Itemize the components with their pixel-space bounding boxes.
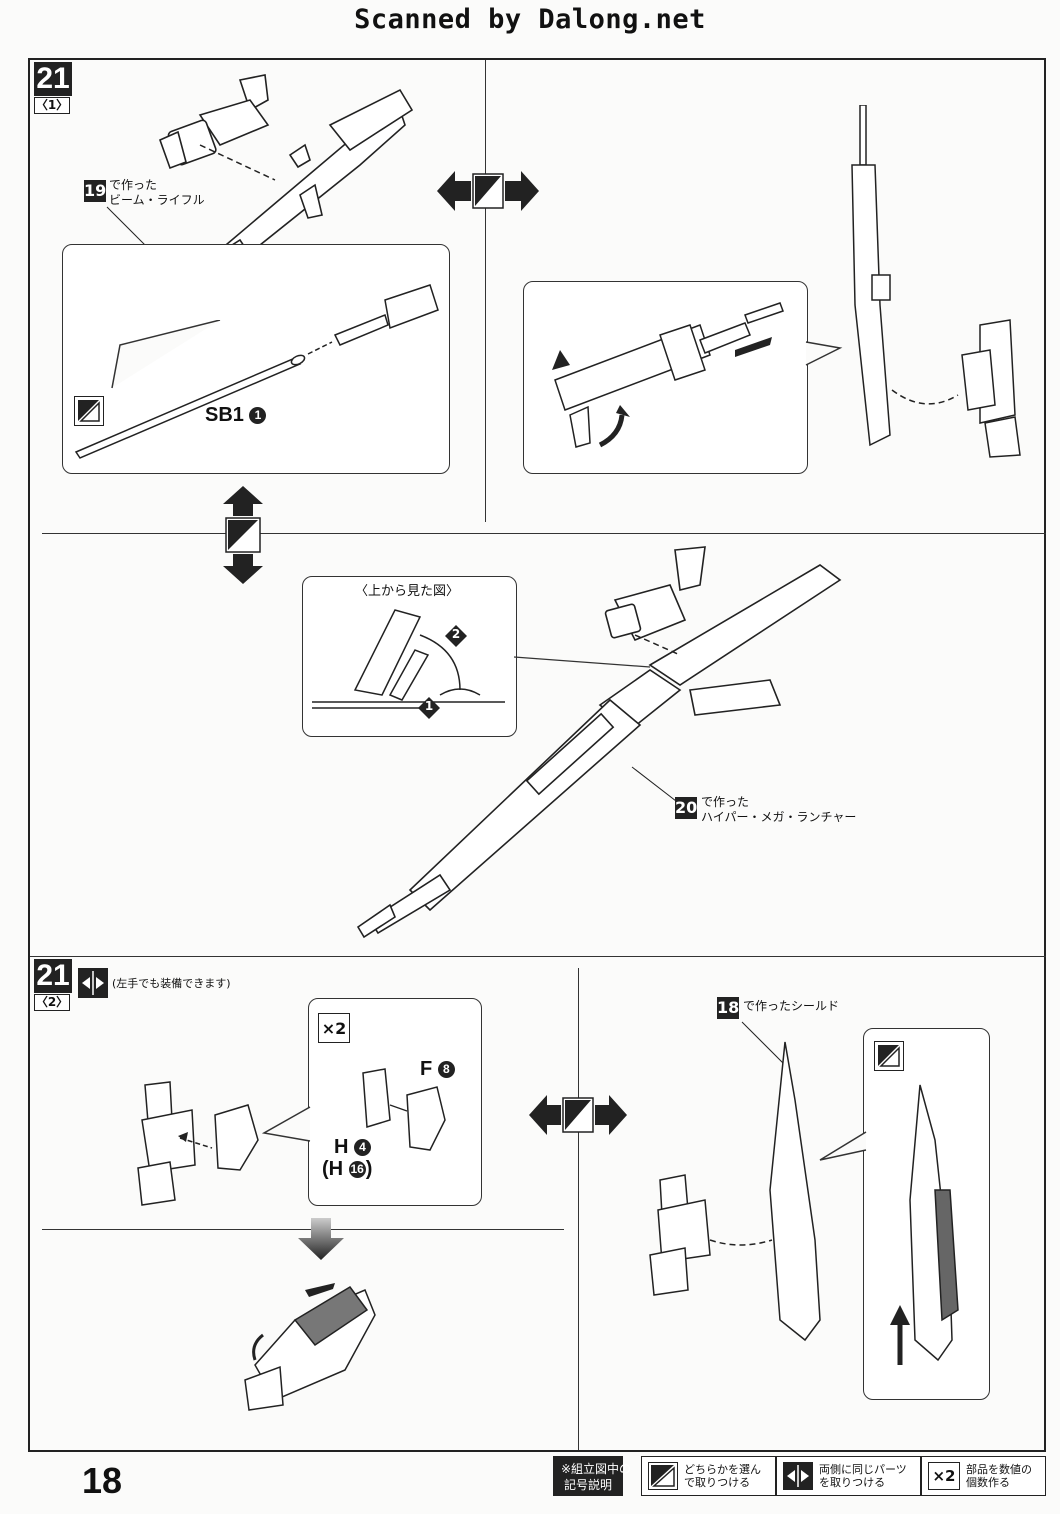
choose-one-arrow-horizontal: [437, 171, 539, 211]
divider-vertical-bottom: [578, 968, 579, 1450]
part-label-sb1: SB1 1: [205, 404, 267, 427]
stabilizer-antenna-drawing: [74, 284, 439, 459]
hyper-mega-launcher-drawing: [356, 546, 842, 939]
divider-steps: [30, 956, 1046, 957]
left-hand-note: (左手でも装備できます): [112, 977, 231, 990]
rifle-fold-drawing: [552, 302, 784, 448]
legend-text: どちらかを選ん で取りつける: [684, 1463, 761, 1489]
part-number: 16: [348, 1161, 366, 1179]
top-view-step-1: 1: [417, 696, 441, 720]
substep-label: 〈1〉: [34, 97, 70, 114]
divider-upper: [42, 533, 1046, 534]
part-number: 1: [249, 407, 267, 425]
step-number: 21: [34, 959, 72, 993]
leader-line: [741, 1021, 786, 1066]
shield-slide-drawing: [890, 1084, 959, 1365]
parts-drawing: [362, 1068, 446, 1151]
callout-pointer: [111, 320, 221, 389]
both-sides-icon: [783, 1462, 813, 1490]
paren-close: ): [365, 1158, 373, 1180]
top-view-step-2: 2: [444, 624, 468, 648]
part-label-h4: H 4: [334, 1136, 372, 1159]
step-2-text: 2: [451, 627, 461, 641]
leader-line: [631, 766, 677, 802]
beam-rifle-vertical-drawing: [851, 105, 1021, 458]
callout-pointer: [819, 1131, 867, 1161]
legend-text: 部品を数値の 個数作る: [966, 1463, 1032, 1489]
step-1-text: 1: [424, 699, 434, 713]
shield-ref-label: で作ったシールド: [743, 999, 840, 1013]
callout-top-view: [302, 576, 517, 737]
divider-lower-left: [42, 1229, 564, 1230]
launcher-ref-label: で作った ハイパー・メガ・ランチャー: [701, 795, 857, 824]
multiply-2-icon: ×2: [318, 1013, 350, 1043]
callout-pointer: [262, 1106, 311, 1142]
divider-vertical-top: [485, 60, 486, 522]
legend-item-both-sides: 両側に同じパーツ を取りつける: [776, 1456, 921, 1496]
substep-label: 〈2〉: [34, 994, 70, 1011]
paren-open: (: [322, 1158, 329, 1180]
ref-number-19: 19: [84, 180, 107, 202]
part-label-h16: (H 16): [322, 1158, 372, 1181]
legend-text: 両側に同じパーツ を取りつける: [819, 1463, 907, 1489]
legend-title: ※組立図中の 記号説明: [553, 1456, 631, 1496]
next-arrow-down: [298, 1218, 344, 1260]
choose-one-icon: [648, 1462, 678, 1490]
step-number: 21: [34, 62, 72, 96]
callout-pointer: [805, 341, 843, 366]
part-label-f8: F 8: [420, 1058, 455, 1081]
part-code: SB1: [205, 404, 244, 426]
shield-hand-drawing: [649, 1041, 821, 1342]
part-number: 8: [437, 1061, 455, 1079]
part-code: H: [328, 1158, 344, 1180]
part-number: 4: [354, 1139, 372, 1157]
scan-credit-header: Scanned by Dalong.net: [354, 4, 706, 35]
top-view-title: 〈上から見た図〉: [355, 584, 460, 599]
choose-one-icon: [874, 1041, 904, 1071]
legend-item-choose: どちらかを選ん で取りつける: [641, 1456, 776, 1496]
beam-rifle-ref-label: で作った ビーム・ライフル: [109, 178, 205, 207]
choose-one-arrow-horizontal: [529, 1095, 627, 1135]
top-view-drawing: [312, 609, 505, 709]
ref-number-20: 20: [675, 797, 698, 819]
ref-number-18: 18: [717, 997, 740, 1019]
hand-guard-closed-drawing: [244, 1283, 376, 1411]
callout-pointer: [513, 656, 651, 668]
part-code: H: [334, 1136, 349, 1158]
part-code: F: [420, 1058, 433, 1080]
hand-guard-drawing: [137, 1081, 259, 1206]
choose-one-arrow-vertical: [223, 486, 263, 584]
instruction-frame: [28, 58, 1046, 1452]
page-number: 18: [82, 1460, 123, 1501]
both-sides-icon: [78, 968, 108, 998]
legend-item-multiply: ×2 部品を数値の 個数作る: [921, 1456, 1046, 1496]
choose-one-icon: [74, 396, 104, 426]
multiply-2-icon: ×2: [928, 1462, 960, 1490]
